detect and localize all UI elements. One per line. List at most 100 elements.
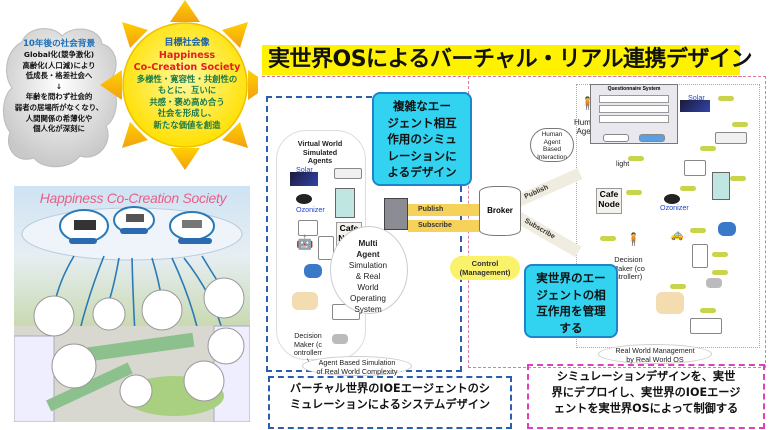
signal-icon [718,96,734,101]
ozonizer-label: Ozonizer [660,203,689,212]
label-line: ntrollerr) [614,272,643,282]
questionnaire-dialog[interactable]: Questionnaire System [590,84,678,144]
light-label: light [616,159,630,168]
label-line: Simulated [302,147,338,157]
air-conditioner-icon [334,168,362,179]
real-world-summary: シミュレーションデザインを、実世 界にデプロイし、実世界のIOEエージ ェントを… [527,364,765,429]
label-line: Agent [356,250,380,259]
signal-icon [690,228,706,233]
label-line: World [357,283,379,292]
social-background-text: 10年後の社会背景 Global化(競争激化) 高齢化(人口減)により 低成長・… [6,38,112,135]
ok-button[interactable] [639,134,665,142]
happiness-line2: Co-Creation Society [133,61,241,73]
dialog-title: Questionnaire System [607,86,661,92]
sun-line: 共感・褒め高め合う [149,96,225,107]
callout-line: 互作用を管理 [536,304,606,318]
label-line: Simulation [348,261,388,270]
radio-row[interactable] [599,125,669,131]
cloud-line: 高齢化(人口減)により [22,60,96,70]
solar-panel-icon [680,100,710,112]
summary-line: 界にデプロイし、実世界のIOEエージ [551,386,741,399]
microwave-icon [298,220,318,236]
signal-icon [600,236,616,241]
server-icon [384,198,408,230]
label-line: Human [574,118,600,127]
illustration-title: Happiness Co-Creation Society [39,190,227,206]
callout-line: 複雑なエー [393,99,451,113]
label-line: Based [542,146,562,154]
summary-line: ミュレーションによるシステムデザイン [289,398,491,411]
label-line: Agent [543,138,561,146]
label-line: Human [541,131,563,138]
summary-line: ェントを実世界OSによって制御する [553,402,739,415]
answer-field[interactable] [599,95,669,103]
label-line: Agent Based Simulation [318,358,396,367]
subscribe-arrow: Subscribe [408,220,480,232]
cloud-line: 個人化が深刻に [33,124,85,134]
ozonizer-icon [664,194,680,204]
answer-field[interactable] [599,105,669,113]
label-line: Cafe [339,223,359,233]
air-purifier-icon [335,188,355,218]
label-line: & Real [355,272,381,281]
signal-icon [712,270,728,275]
city-scene-image [13,206,251,423]
signal-icon [730,176,746,181]
callout-line: する [559,320,583,335]
sun-line: 社会を形成し、 [157,108,217,119]
summary-line: シミュレーションデザインを、実世 [556,370,736,383]
label-line: Control [471,259,499,268]
answer-field[interactable] [599,115,669,123]
cancel-button[interactable] [603,134,629,142]
virtual-agents-label: Virtual World Simulated Agents [282,139,358,166]
callout-line: レーションに [387,148,457,163]
label-line: Multi [358,239,378,248]
cloud-line: 弱者の居場所がなくなり、 [14,102,104,112]
mas-label: Multi Agent Simulation & Real World Oper… [330,238,406,315]
label-line: Interaction [537,153,567,161]
ozonizer-icon [296,194,312,204]
down-arrow-icon: ↓ [55,81,63,91]
signal-icon [680,186,696,191]
control-cloud: Control (Management) [450,256,520,280]
label-line: Virtual World [297,139,343,148]
ozonizer-label: Ozonizer [296,205,325,214]
agent-simulation-label: Agent Based Simulation of Real World Com… [302,356,412,376]
title-bar [262,45,740,75]
solar-label: Solar [296,165,313,174]
label-line: of Real World Complexity [316,366,398,376]
publish-arrow: Publish [408,204,480,216]
human-interaction-cloud: Human Agent Based Interaction [530,128,574,162]
car-icon [718,222,736,236]
human-agent-label: Human Agent [574,118,600,136]
sun-icon [100,0,270,170]
signal-icon [700,308,716,313]
happiness-line1: Happiness [158,49,216,61]
robot-icon: 🤖 [296,235,314,251]
sun-line: 多様性・寛容性・共創性の [136,73,238,84]
device-icon [332,334,348,344]
decision-maker-icon: 🧍 [626,232,641,246]
device-icon [706,278,722,288]
callout-line: 作用のシミュ [387,132,457,146]
label-line: Maker (c [294,339,322,349]
social-background-title: 10年後の社会背景 [22,39,96,49]
label-line: Cafe [599,189,619,199]
air-conditioner-icon [715,132,747,144]
society-illustration [13,186,251,423]
callout-line: よるデザイン [387,165,457,179]
callout-line: ジェント相互 [387,115,457,130]
cloud-line: 低成長・格差社会へ [25,71,93,81]
cloud-line: 人間関係の希薄化や [25,113,93,123]
label-line: (Management) [459,268,511,277]
signal-icon [732,122,748,127]
label-line: Decision [614,255,643,264]
solar-label: Solar [688,93,705,102]
sun-line: もとに、互いに [157,85,217,96]
label-line: Node [598,199,620,209]
label-line: Agents [307,156,333,166]
solar-panel-icon [290,172,318,186]
refrigerator-icon [692,244,708,268]
signal-icon [712,252,728,257]
label-line: Decision [294,331,322,340]
